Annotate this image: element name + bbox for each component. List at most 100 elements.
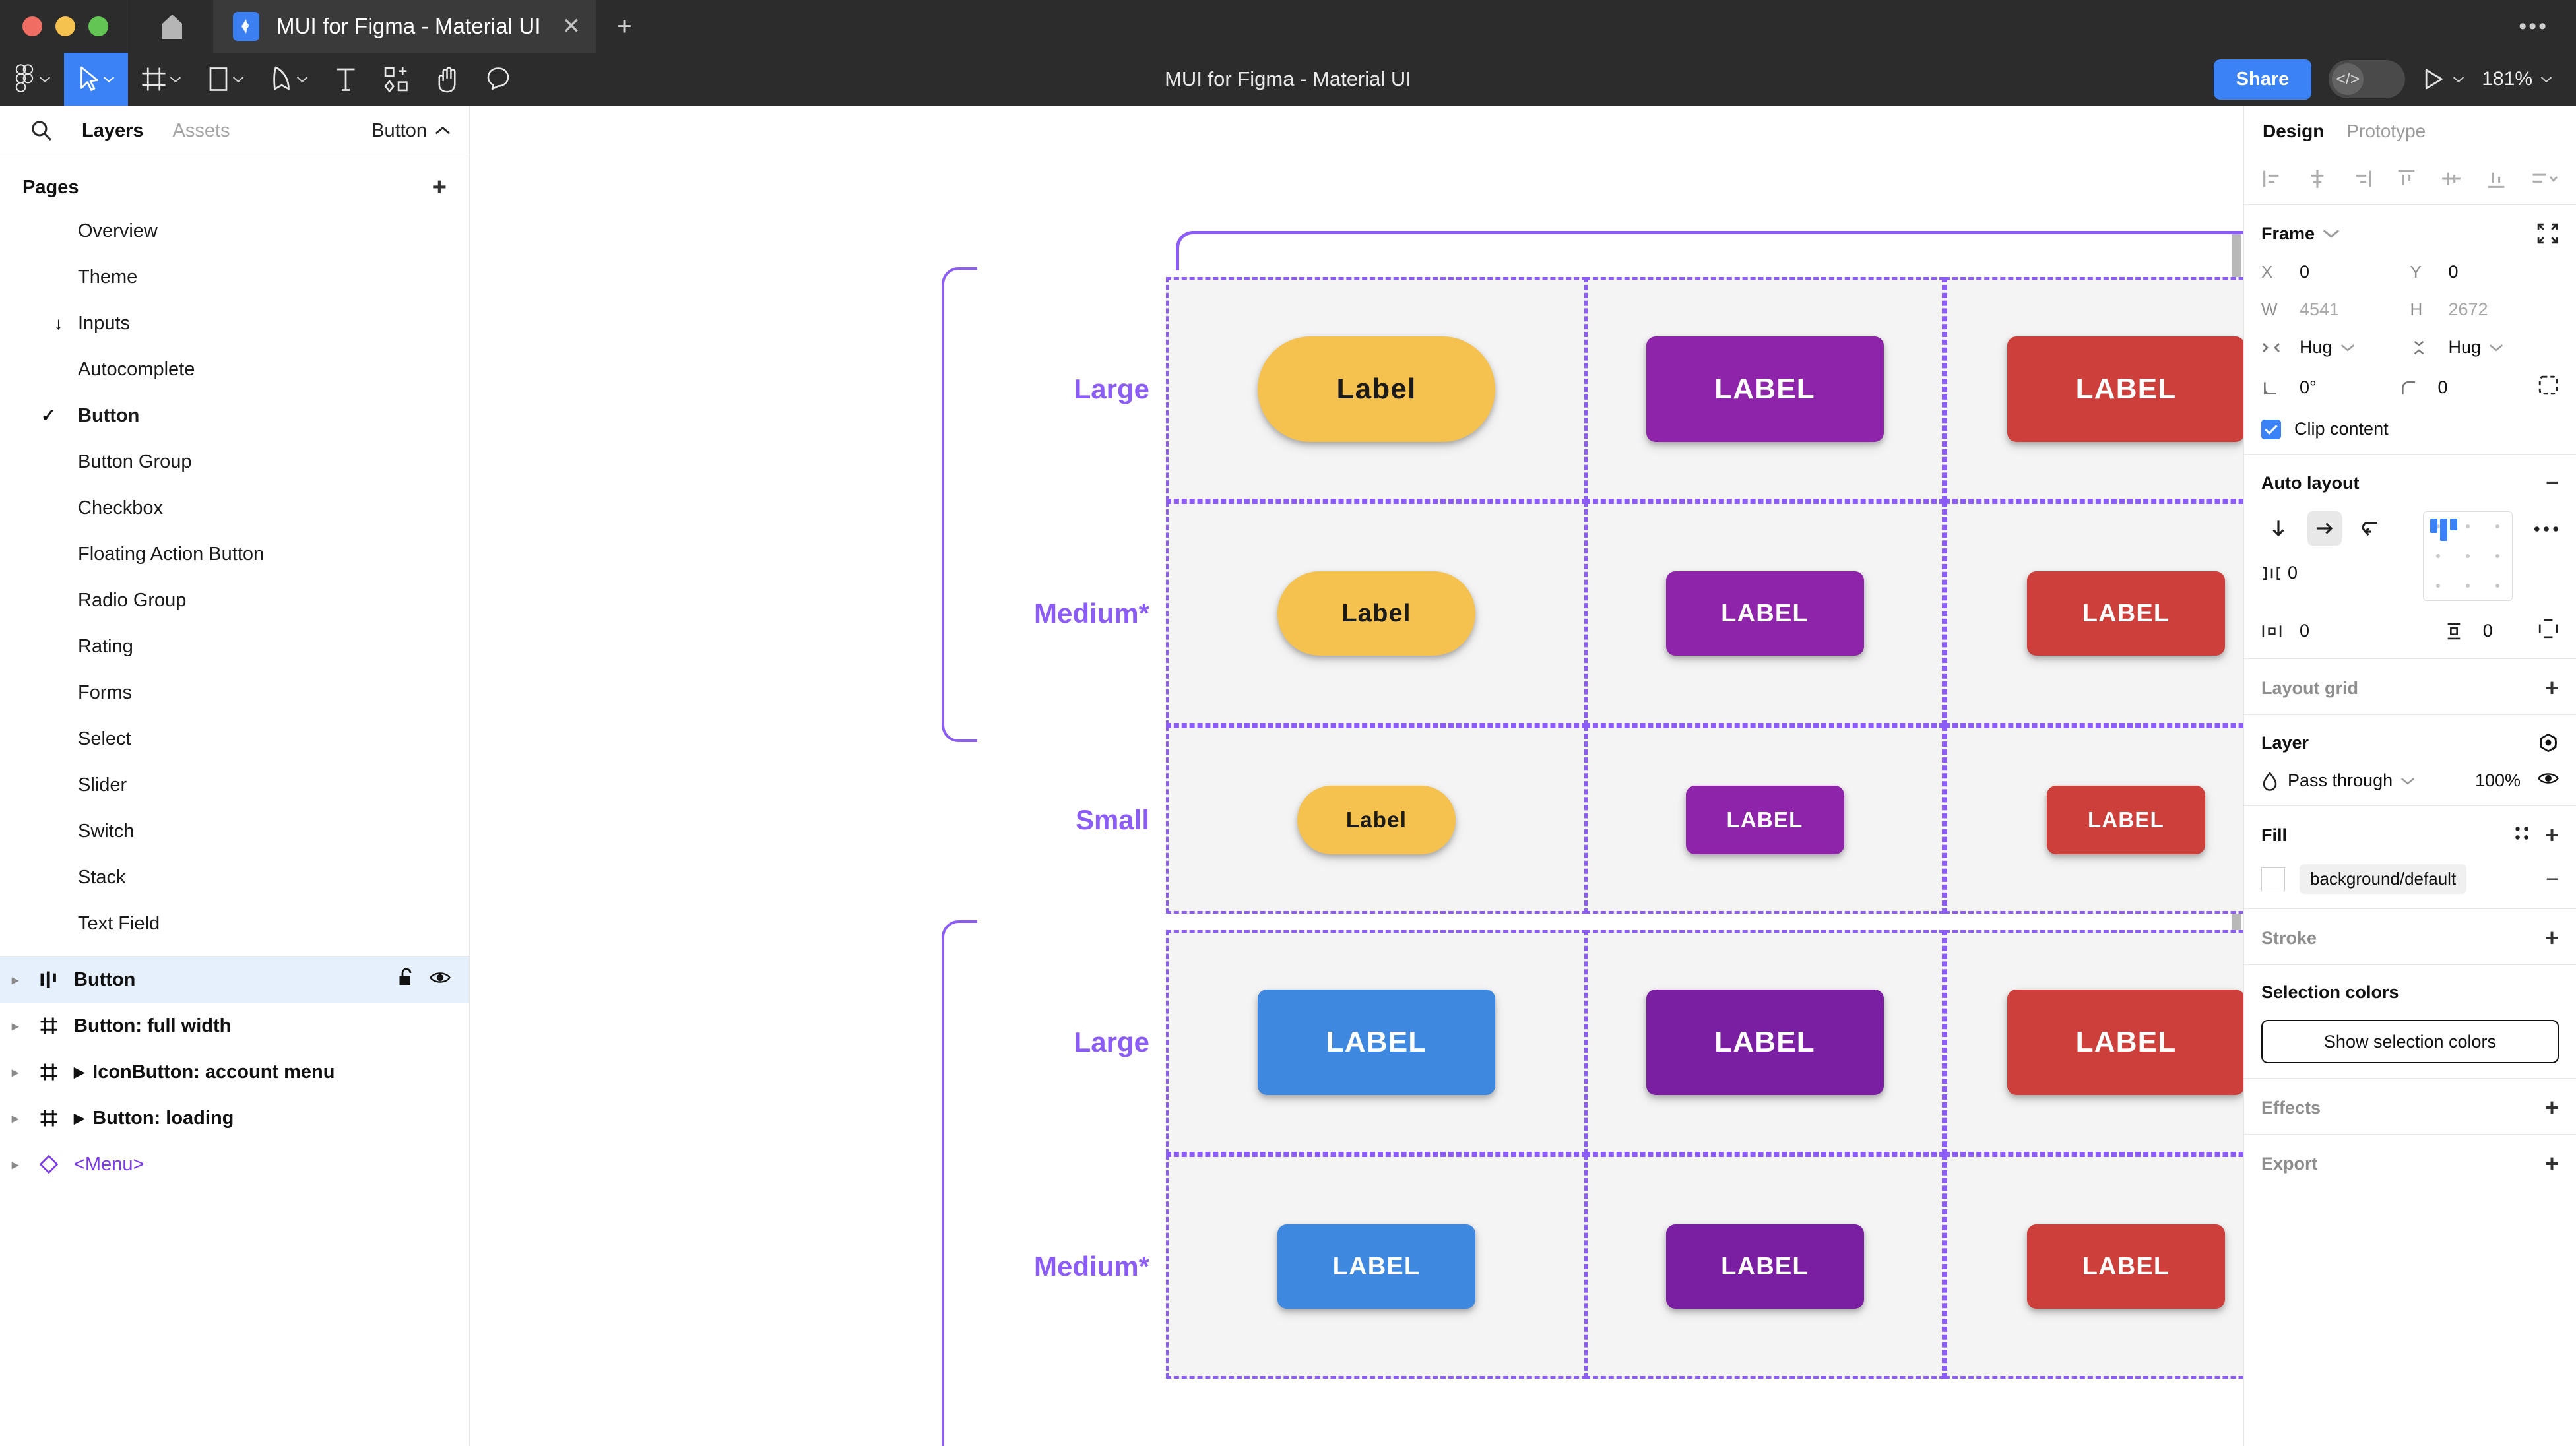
unlock-icon[interactable] (398, 967, 415, 992)
variant-cell[interactable]: LABEL (1945, 726, 2243, 914)
move-tool-icon[interactable] (64, 53, 128, 106)
material-button[interactable]: LABEL (1646, 336, 1884, 442)
layer-disclosure-arrow[interactable]: ▸ (11, 972, 19, 988)
layer-settings-icon[interactable] (2538, 732, 2559, 753)
add-page-button[interactable]: + (432, 173, 447, 201)
tab-design[interactable]: Design (2263, 121, 2325, 141)
close-tab-button[interactable]: ✕ (562, 14, 581, 39)
variant-cell[interactable]: Label (1166, 501, 1587, 726)
layer-disclosure-arrow[interactable]: ▸ (11, 1157, 19, 1172)
page-item-theme[interactable]: Theme (0, 254, 469, 300)
height-field[interactable]: H 2672 (2410, 299, 2560, 320)
independent-corners-icon[interactable] (2538, 375, 2559, 400)
material-button[interactable]: Label (1277, 571, 1475, 656)
page-item-button-group[interactable]: Button Group (0, 439, 469, 485)
gap-field[interactable]: 0 (2261, 563, 2423, 583)
layer-disclosure-arrow[interactable]: ▸ (11, 1065, 19, 1080)
more-options-icon[interactable] (2534, 518, 2559, 538)
align-right-icon[interactable] (2351, 168, 2373, 195)
material-button[interactable]: LABEL (1258, 990, 1495, 1095)
material-button[interactable]: LABEL (2027, 1224, 2225, 1309)
add-layout-grid-button[interactable]: + (2544, 674, 2559, 701)
layer-item-menu[interactable]: ▸<Menu> (0, 1141, 469, 1187)
rotation-field[interactable]: 0° (2261, 377, 2400, 398)
zoom-level-control[interactable]: 181% (2482, 68, 2552, 90)
material-button[interactable]: LABEL (2007, 990, 2243, 1095)
layer-disclosure-arrow[interactable]: ▸ (11, 1019, 19, 1034)
variant-cell[interactable]: LABEL (1166, 1154, 1587, 1379)
chevron-down-icon[interactable] (2323, 228, 2340, 239)
search-icon[interactable] (18, 119, 67, 142)
layer-item-button[interactable]: ▸Button (0, 957, 469, 1003)
add-export-button[interactable]: + (2544, 1150, 2559, 1177)
hand-tool-icon[interactable] (423, 53, 473, 106)
material-button[interactable]: LABEL (1646, 990, 1884, 1095)
material-button[interactable]: Label (1258, 336, 1495, 442)
page-item-inputs[interactable]: ↓Inputs (0, 300, 469, 346)
maximize-window-button[interactable] (88, 16, 108, 36)
material-button[interactable]: LABEL (2047, 785, 2205, 854)
layer-disclosure-arrow[interactable]: ▸ (11, 1111, 19, 1126)
remove-auto-layout-button[interactable]: − (2546, 470, 2559, 495)
minimize-window-button[interactable] (55, 16, 75, 36)
horizontal-resizing-field[interactable]: Hug (2261, 337, 2410, 358)
opacity-value[interactable]: 100% (2474, 770, 2521, 790)
styles-icon[interactable] (2513, 825, 2530, 846)
variant-cell[interactable]: LABEL (1166, 930, 1587, 1154)
variant-cell[interactable]: LABEL (1945, 930, 2243, 1154)
design-canvas[interactable]: Contained Primary*SecondaryErrorWarningL… (470, 106, 2243, 1446)
alignment-grid[interactable] (2423, 511, 2513, 601)
material-button[interactable]: LABEL (2027, 571, 2225, 656)
page-item-slider[interactable]: Slider (0, 762, 469, 808)
material-button[interactable]: LABEL (1665, 1224, 1864, 1309)
distribute-more-icon[interactable] (2530, 168, 2559, 195)
fill-swatch[interactable] (2261, 867, 2285, 891)
page-item-switch[interactable]: Switch (0, 808, 469, 854)
page-scope-selector[interactable]: Button (371, 120, 451, 142)
align-vertical-center-icon[interactable] (2440, 168, 2463, 195)
page-item-autocomplete[interactable]: Autocomplete (0, 346, 469, 393)
tab-prototype[interactable]: Prototype (2346, 121, 2426, 141)
home-button[interactable] (131, 0, 213, 53)
page-item-rating[interactable]: Rating (0, 623, 469, 670)
width-field[interactable]: W 4541 (2261, 299, 2410, 320)
variant-cell[interactable]: LABEL (1945, 277, 2243, 501)
variant-cell[interactable]: LABEL (1585, 726, 1945, 914)
align-left-icon[interactable] (2261, 168, 2284, 195)
page-item-radio-group[interactable]: Radio Group (0, 577, 469, 623)
individual-padding-icon[interactable] (2538, 618, 2559, 644)
fill-token[interactable]: background/default (2300, 864, 2467, 894)
window-overflow-menu[interactable]: ••• (2519, 13, 2548, 39)
page-item-stack[interactable]: Stack (0, 854, 469, 900)
align-bottom-icon[interactable] (2485, 168, 2507, 195)
material-button[interactable]: LABEL (1277, 1224, 1475, 1309)
align-horizontal-center-icon[interactable] (2306, 168, 2329, 195)
align-top-icon[interactable] (2395, 168, 2418, 195)
shape-tool-icon[interactable] (195, 53, 257, 106)
remove-fill-button[interactable]: − (2546, 866, 2559, 892)
variant-cell[interactable]: LABEL (1585, 277, 1945, 501)
x-field[interactable]: X 0 (2261, 262, 2410, 282)
add-effect-button[interactable]: + (2544, 1094, 2559, 1121)
variant-cell[interactable]: LABEL (1945, 1154, 2243, 1379)
variant-cell[interactable]: LABEL (1585, 930, 1945, 1154)
page-item-select[interactable]: Select (0, 716, 469, 762)
material-button[interactable]: LABEL (1665, 571, 1864, 656)
variant-cell[interactable]: LABEL (1585, 501, 1945, 726)
collapse-icon[interactable] (2536, 222, 2559, 245)
close-window-button[interactable] (22, 16, 42, 36)
frame-tool-icon[interactable] (128, 53, 195, 106)
material-button[interactable]: LABEL (2007, 336, 2243, 442)
tab-layers[interactable]: Layers (82, 119, 144, 141)
variant-cell[interactable]: LABEL (1945, 501, 2243, 726)
share-button[interactable]: Share (2213, 59, 2312, 100)
eye-icon[interactable] (430, 969, 451, 991)
variant-cell[interactable]: Label (1166, 726, 1587, 914)
corner-radius-field[interactable]: 0 (2400, 377, 2538, 398)
vertical-padding-field[interactable]: 0 (2400, 621, 2538, 641)
browser-tab[interactable]: MUI for Figma - Material UI ✕ (213, 0, 596, 53)
horizontal-layout-icon[interactable] (2307, 511, 2342, 546)
material-button[interactable]: Label (1297, 785, 1456, 854)
components-tool-icon[interactable] (370, 53, 423, 106)
eye-icon[interactable] (2538, 770, 2559, 791)
